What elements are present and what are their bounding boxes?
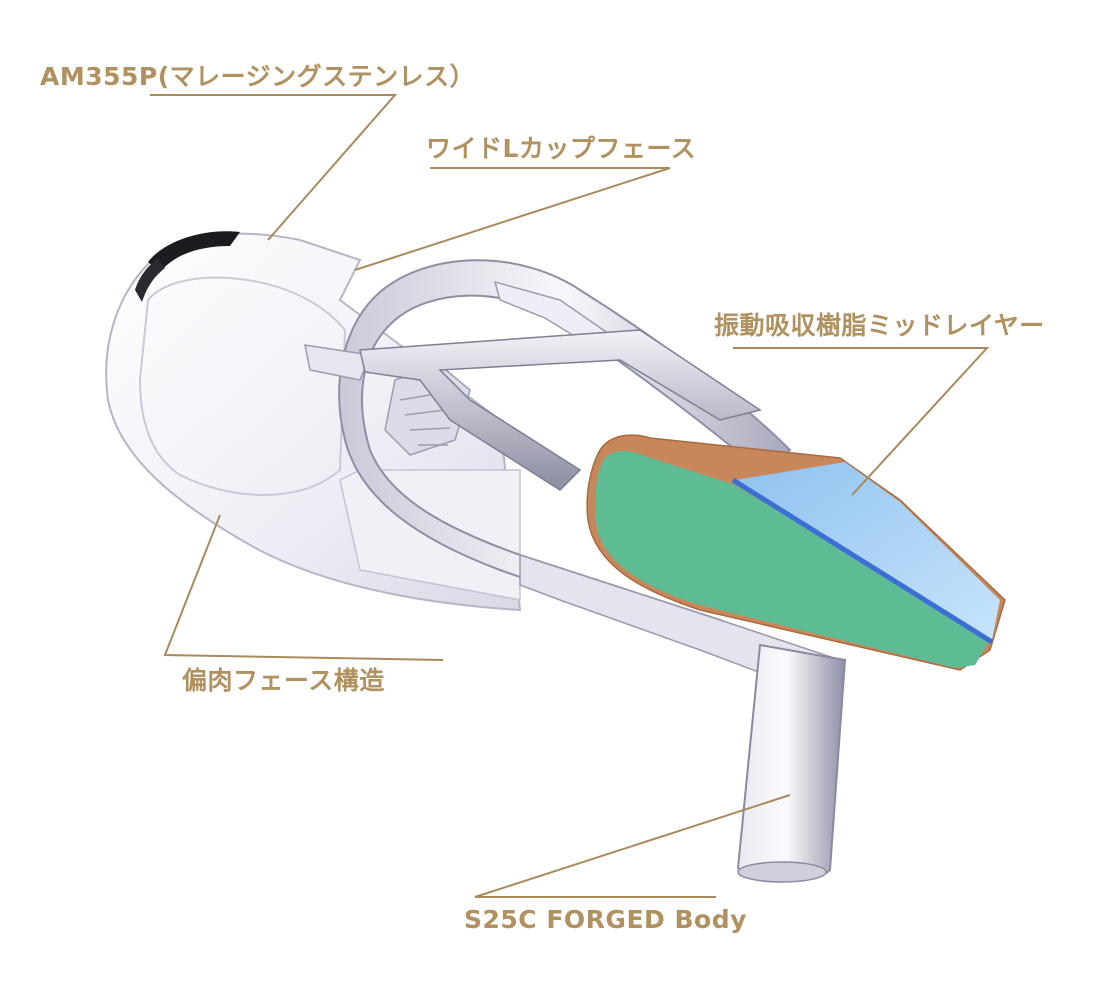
cup-face-frame: [338, 259, 792, 642]
leader-damping-layer: [733, 347, 990, 496]
leader-offset-face: [163, 514, 444, 661]
label-cup-face: ワイドLカップフェース: [426, 134, 697, 163]
hosel: [736, 643, 847, 883]
back-bar: [359, 329, 762, 491]
label-offset-face: 偏肉フェース構造: [182, 666, 385, 695]
leader-am355p: [150, 94, 398, 241]
label-body: S25C FORGED Body: [464, 905, 747, 934]
damping-layer: [586, 434, 1006, 671]
leader-body: [474, 794, 791, 898]
label-am355p: AM355P(マレージングステンレス）: [40, 62, 476, 91]
leader-cup-face: [354, 167, 671, 271]
label-damping-layer: 振動吸収樹脂ミッドレイヤー: [714, 311, 1045, 340]
